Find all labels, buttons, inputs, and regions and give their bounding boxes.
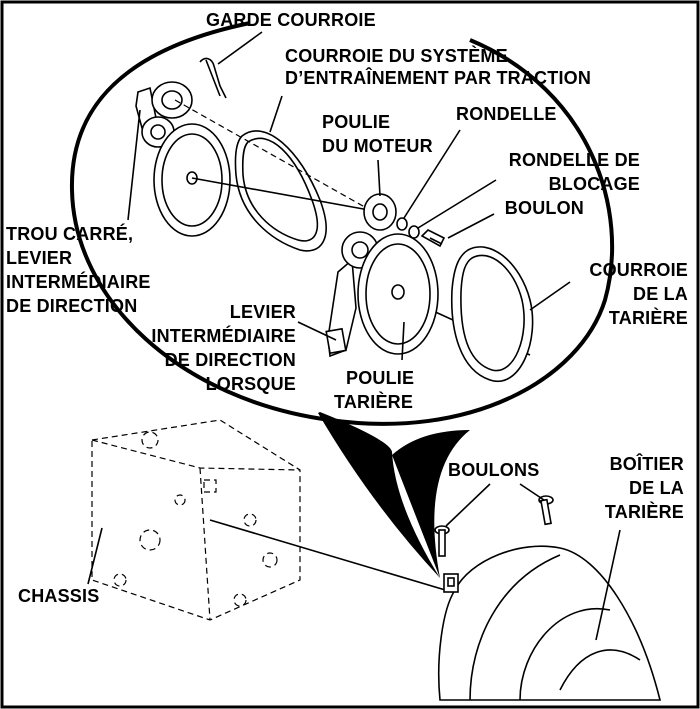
label-boitier-line1: BOÎTIER [610, 453, 684, 474]
chassis-hole-2 [243, 513, 257, 527]
washer [396, 217, 408, 231]
label-boitier-line3: TARIÈRE [605, 501, 684, 522]
traction-pulley [153, 123, 231, 237]
label-trou-carre-line3: INTERMÉDIAIRE [6, 271, 151, 292]
idler-assembly [135, 81, 193, 148]
bolt-small [420, 229, 446, 248]
housing-bolt-left [434, 525, 450, 557]
callout-pointer-right [392, 430, 470, 578]
label-garde-courroie: GARDE COURROIE [206, 10, 376, 30]
label-trou-carre-line1: TROU CARRÉ, [6, 223, 133, 244]
leader-trou-carre [127, 109, 141, 221]
belt-guard-outline [205, 59, 221, 97]
auger-pulley-groove [365, 243, 431, 345]
label-chassis: CHASSIS [18, 586, 99, 606]
auger-housing-square [447, 577, 455, 587]
auger-pulley [357, 233, 439, 355]
traction-drive-belt-inner [241, 137, 319, 242]
label-courroie-tariere-line2: DE LA [633, 284, 688, 304]
idler-pulley-top-hub [161, 90, 183, 110]
label-rondelle: RONDELLE [456, 104, 557, 124]
label-poulie-tariere-line2: TARIÈRE [334, 391, 413, 412]
chassis-hole-3 [139, 529, 161, 551]
label-levier-line4: LORSQUE [206, 374, 296, 394]
label-poulie-moteur-line1: POULIE [322, 112, 390, 132]
label-boulons: BOULONS [448, 460, 539, 480]
chassis-hole-6 [113, 573, 127, 587]
label-trou-carre-line4: DE DIRECTION [6, 296, 137, 316]
label-levier-line3: DE DIRECTION [165, 350, 296, 370]
label-courroie-tariere-line3: TARIÈRE [609, 307, 688, 328]
label-courroie-traction-line2: D’ENTRAÎNEMENT PAR TRACTION [285, 67, 591, 88]
label-rondelle-blocage-line2: BLOCAGE [549, 174, 640, 194]
auger-housing-curve-2 [519, 607, 611, 701]
label-poulie-tariere-line1: POULIE [346, 368, 414, 388]
belt-guard [199, 57, 227, 99]
housing-bolt-right [538, 495, 554, 526]
auger-housing-body [437, 545, 662, 701]
engine-pulley [363, 193, 397, 231]
chassis-hole-1 [141, 431, 159, 449]
detail-callout [69, 21, 615, 578]
label-boitier-line2: DE LA [629, 478, 684, 498]
leader-boulons-right [519, 483, 545, 501]
leader-chassis [87, 527, 103, 585]
leader-poulie-moteur [377, 159, 381, 197]
chassis-hole-7 [233, 593, 247, 607]
leader-courroie-traction [269, 95, 283, 133]
label-levier-line1: LEVIER [230, 302, 296, 322]
chassis-front-edge [199, 467, 211, 621]
chassis [91, 419, 301, 621]
auger-pulley-hub [391, 284, 405, 300]
chassis-hole-4 [174, 494, 186, 506]
label-levier-line2: INTERMÉDIAIRE [151, 325, 296, 346]
leader-poulie-tariere [401, 321, 405, 361]
auger-belt-inner [460, 254, 525, 372]
label-boulon: BOULON [505, 198, 584, 218]
auger-belt [450, 246, 534, 383]
label-courroie-tariere-line1: COURROIE [589, 260, 688, 280]
lever-tab [325, 327, 347, 355]
leader-rondelle-blocage [417, 179, 497, 229]
chassis-square-hole [203, 479, 217, 493]
label-rondelle-blocage-line1: RONDELLE DE [509, 150, 640, 170]
auger-housing-curve-1 [469, 554, 561, 701]
label-courroie-traction-line1: COURROIE DU SYSTÈME [285, 45, 508, 66]
label-poulie-moteur-line2: DU MOTEUR [322, 136, 433, 156]
callout-pointer [318, 412, 440, 578]
leader-courroie-tariere [529, 281, 571, 311]
leader-rondelle [403, 129, 461, 219]
idler-pulley-bottom-hub [150, 124, 166, 140]
chassis-outline [91, 419, 301, 621]
traction-pulley-groove [161, 133, 223, 227]
lower-idler-pulley-hub [351, 241, 369, 259]
leader-garde [217, 31, 263, 65]
label-trou-carre-line2: LEVIER [6, 248, 72, 268]
engine-pulley-hub [372, 203, 388, 221]
axis-line-idler [174, 99, 371, 211]
auger-housing [437, 545, 662, 701]
axis-line-upper [191, 177, 381, 213]
chassis-to-housing-line [209, 519, 453, 593]
leader-boulons-left [445, 483, 491, 527]
auger-housing-curve-3 [559, 649, 641, 691]
chassis-hole-5 [262, 552, 278, 568]
leader-boitier [595, 529, 621, 641]
traction-drive-belt [234, 130, 327, 252]
leader-levier [297, 321, 337, 341]
leader-boulon [447, 213, 495, 239]
